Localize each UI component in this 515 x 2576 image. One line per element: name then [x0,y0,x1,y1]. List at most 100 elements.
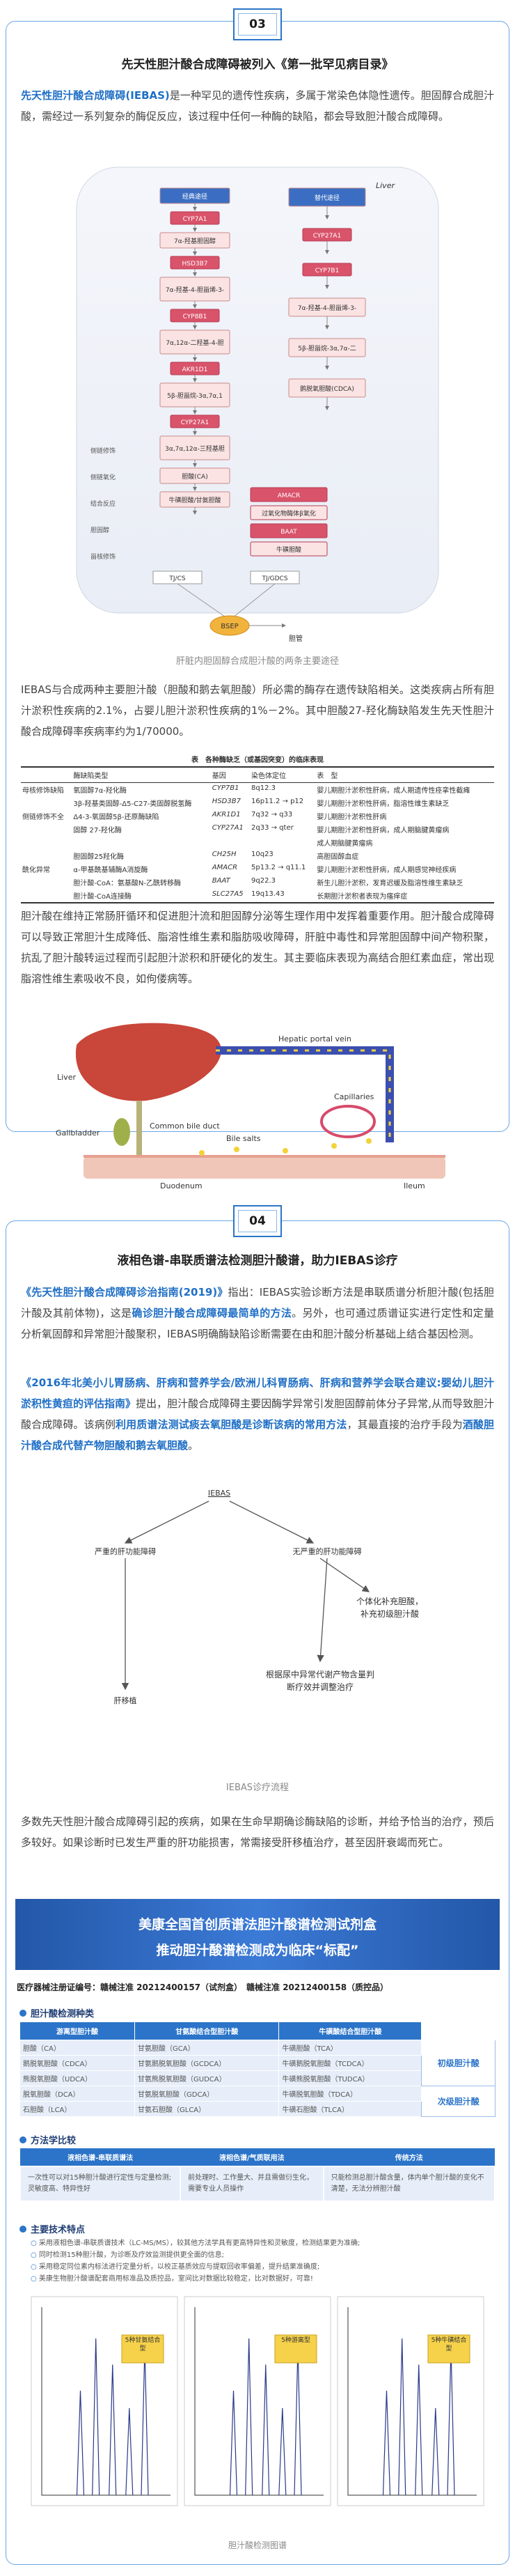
enzyme-table-title: 表 各种酶缺乏（或基因突变）的临床表现 [191,756,324,764]
section-04-title: 液相色谱-串联质谱法检测胆汁酸谱，助力IEBAS诊疗 [117,1254,398,1268]
enzyme-table-header: 酶缺陷类型 [72,766,211,783]
bsep-label: BSEP [221,623,238,630]
guideline-2016-text-a: 提出，胆汁酸合成障碍主要因酶学异常引发胆固醇前体分子异常,从而导致胆汁酸合成障碍… [21,1397,494,1431]
chrom-caption: 胆汁酸检测图谱 [228,2540,287,2550]
intro-paragraph: 先天性胆汁酸合成障碍(IEBAS)是一种罕见的遗传性疾病，多属于常染色体隐性遗传… [21,85,494,127]
chrom-peak [245,2338,253,2496]
enzyme-table-figure: 表 各种酶缺乏（或基因突变）的临床表现 酶缺陷类型基因染色体定位表 型 母核修饰… [21,754,494,903]
list-item: 美康生物胆汁酸谱配套商用标准品及质控品，室间比对数据比较稳定，比对数据好，可靠! [31,2273,490,2285]
iebas-flowchart: IEBAS 严重的肝功能障碍 无严重的肝功能障碍 肝移植 个体化补充胆酸，补充初… [95,1489,423,1705]
banner-line-2: 推动胆汁酸谱检测成为临床“标配” [156,1943,359,1958]
chrom-axis [194,2307,324,2496]
pathway-left-label: AKR1D1 [182,366,208,373]
bullet-dot-icon [19,2009,26,2017]
types-table-cell: 牛磺石胆酸（TLCA） [278,2101,422,2117]
enzyme-table-cell: CYP27A1 [212,824,244,832]
types-table-cell: 鹅脱氧胆酸（CDCA） [19,2055,135,2071]
section-03-title: 先天性胆汁酸合成障碍被列入《第一批罕见病目录》 [121,58,394,72]
enzyme-table-cell [21,796,72,809]
enzyme-table-cell: α-甲基酰基辅酶A消旋酶 [73,867,148,874]
compare-table-header: 液相色谱/气质联用法 [180,2148,324,2166]
group-label-secondary: 次级胆汁酸 [421,2086,496,2117]
pathway-side-label: 胆固醇 [90,526,109,534]
pathway-mid-box [250,523,328,538]
types-table-cell: 甘氨石胆酸（GLCA） [134,2101,280,2117]
types-table-cell: 甘氨脱氧胆酸（GDCA） [134,2086,280,2102]
pathway-left-label: 7α,12α-二羟基-4-胆 [166,339,223,347]
pathway-right-label: CYP27A1 [313,233,341,240]
anatomy-bile-duct-label: Common bile duct [150,1122,220,1131]
tech-points-list: 采用液相色谱-串联质谱技术（LC-MS/MS），较其他方法学具有更高特异性和灵敏… [31,2237,490,2285]
banner-line-1: 美康全国首创质谱法胆汁酸谱检测试剂盒 [138,1917,377,1932]
pathway-right-label: 7α-羟基-4-胆甾烯-3- [298,304,356,312]
section-badge-04: 04 [233,1205,282,1237]
pathway-left-label: CYP8B1 [183,313,207,320]
flow-right-leaf: 根据尿中异常代谢产物含量判断疗效并调整治疗 [265,1670,374,1692]
guideline-2019-highlight: 确诊胆汁酸合成障碍最简单的方法 [132,1307,292,1319]
flow-right-mid: 个体化补充胆酸，补充初级胆汁酸 [356,1597,423,1619]
chrom-panel [337,2296,484,2506]
pathway-left-label: 3α,7α,12α-三羟基胆 [165,444,225,453]
pathway-side-label: 甾核修饰 [90,552,116,561]
enzyme-table-cell: 固醇 27-羟化酶 [73,827,122,835]
flow-root: IEBAS [208,1489,230,1498]
physiology-paragraph: 胆汁酸在维持正常肠肝循环和促进胆汁流和胆固醇分泌等生理作用中发挥着重要作用。胆汁… [21,910,494,985]
prevalence-paragraph: IEBAS与合成两种主要胆汁酸（胆酸和鹅去氧胆酸）所必需的酶存在遗传缺陷相关。这… [21,683,494,738]
guideline-2016-highlight-2: 酒酸胆汁酸合成代替产物胆酸和鹅去氧胆酸 [21,1418,494,1452]
liver-label: Liver [376,181,395,190]
enterohepatic-illustration: Liver Hepatic portal vein Capillaries Ga… [56,1023,445,1190]
pathway-mid-label: 牛磺胆酸 [276,545,301,554]
compare-table-header: 液相色谱-串联质谱法 [20,2148,181,2166]
section-badge-03: 03 [233,8,282,40]
bile-acid-types-table: 游离型胆汁酸甘氨酸结合型胆汁酸牛磺酸结合型胆汁酸 胆酸（CA）甘氨胆酸（GCA）… [19,2022,496,2117]
pathway-right-label: CYP7B1 [315,267,340,274]
pathway-mid-box [250,487,328,502]
types-table-cell: 牛磺鹅脱氧胆酸（TCDCA） [278,2055,422,2071]
compare-table-cell: 前处理时、工作量大、并且需做衍生化，需要专业人员操作 [180,2166,324,2202]
pathway-left-label: 胆酸(CA) [182,473,207,481]
transporter-label: TJ/GDCS [261,575,287,582]
types-table-cell: 牛磺熊脱氧胆酸（TUDCA） [278,2070,422,2086]
flow-right: 无严重的肝功能障碍 [293,1546,362,1556]
chrom-label-box [427,2334,470,2364]
chrom-peak [92,2338,100,2496]
enzyme-table-cell: 侧链修饰不全 [22,814,64,821]
types-table-header: 牛磺酸结合型胆汁酸 [278,2022,422,2040]
flow-caption: IEBAS诊疗流程 [225,1783,290,1793]
anatomy-duodenum-label: Duodenum [160,1181,203,1190]
heading-method-compare: 方法学比较 [19,2133,76,2146]
pathway-mid-label: 过氧化物酶体β氧化 [262,509,316,518]
enzyme-table-cell: 婴儿期胆汁淤积性肝病，脂溶性维生素缺乏 [317,800,450,808]
guideline-2019-ref: 《先天性胆汁酸合成障碍诊治指南(2019)》 [21,1286,228,1298]
pathway-mid-label: BAAT [280,529,297,536]
registration-line: 医疗器械注册证编号：赣械注准 20212400157（试剂盒） 赣械注准 202… [17,1983,389,1992]
bullet-dot-icon [19,2136,26,2143]
pathway-left-label: 7α-羟基-4-胆甾烯-3- [166,286,224,294]
enzyme-table-cell: AMACR [212,864,238,871]
types-table-cell: 脱氧胆酸（DCA） [19,2086,135,2102]
anatomy-capillaries-label: Capillaries [334,1092,374,1101]
enzyme-table-cell: 胆固醇25羟化酶 [73,853,125,861]
pathway-left-label: 5β-胆甾烷-3α,7α,1 [167,391,223,400]
pathway-left-label: CYP27A1 [181,419,209,426]
table-row: 脱氧胆酸（DCA）甘氨脱氧胆酸（GDCA）牛磺脱氧胆酸（TDCA）次级胆汁酸 [19,2086,496,2117]
enzyme-table-cell: CYP7B1 [212,784,239,792]
types-table-cell: 胆酸（CA） [19,2040,135,2056]
chrom-peak [382,2390,391,2496]
guideline-2019-text-a: 指出：IEBAS实验诊断方法是串联质谱分析胆汁酸(包括胆汁酸及其前体物)，这是 [21,1286,494,1319]
enzyme-table-cell [21,849,72,862]
guideline-2016-text-c: 。 [188,1439,199,1452]
guideline-2016-text-b: ，其最直接的治疗手段为 [347,1418,463,1431]
enzyme-table-cell: 2q33 → qter [251,824,294,832]
types-table-header: 甘氨酸结合型胆汁酸 [134,2022,280,2040]
